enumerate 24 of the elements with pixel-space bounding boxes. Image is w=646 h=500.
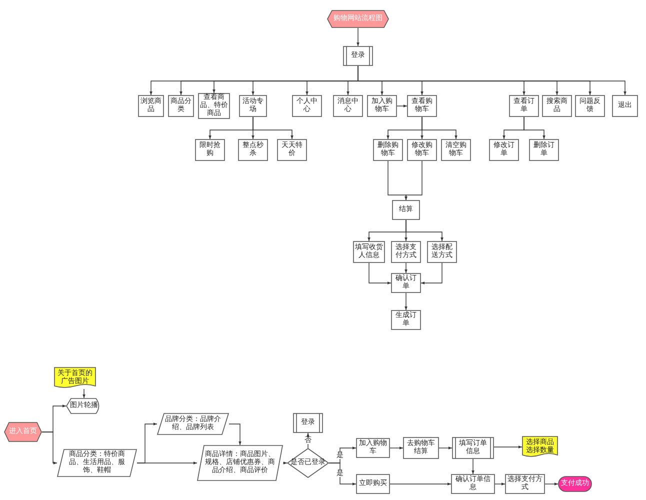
arrow [82,388,86,398]
arrow [472,458,474,474]
arrow [524,116,546,140]
arrow [228,424,242,446]
arrow [368,262,392,284]
arrow [42,432,58,464]
arrow [390,482,452,486]
arrow [438,446,452,450]
arrow [420,262,442,284]
arrow [494,446,522,448]
arrow [282,462,288,464]
arrow [396,104,408,108]
arrow [328,462,356,486]
arrow [406,220,444,242]
arrow [404,160,422,200]
arrow [356,28,360,46]
arrow [136,462,198,464]
arrow [544,482,558,486]
arrow [252,116,294,140]
arrow [422,116,458,140]
arrow [404,292,408,310]
arrow [494,482,506,486]
arrow [390,446,404,450]
arrow [404,262,408,274]
